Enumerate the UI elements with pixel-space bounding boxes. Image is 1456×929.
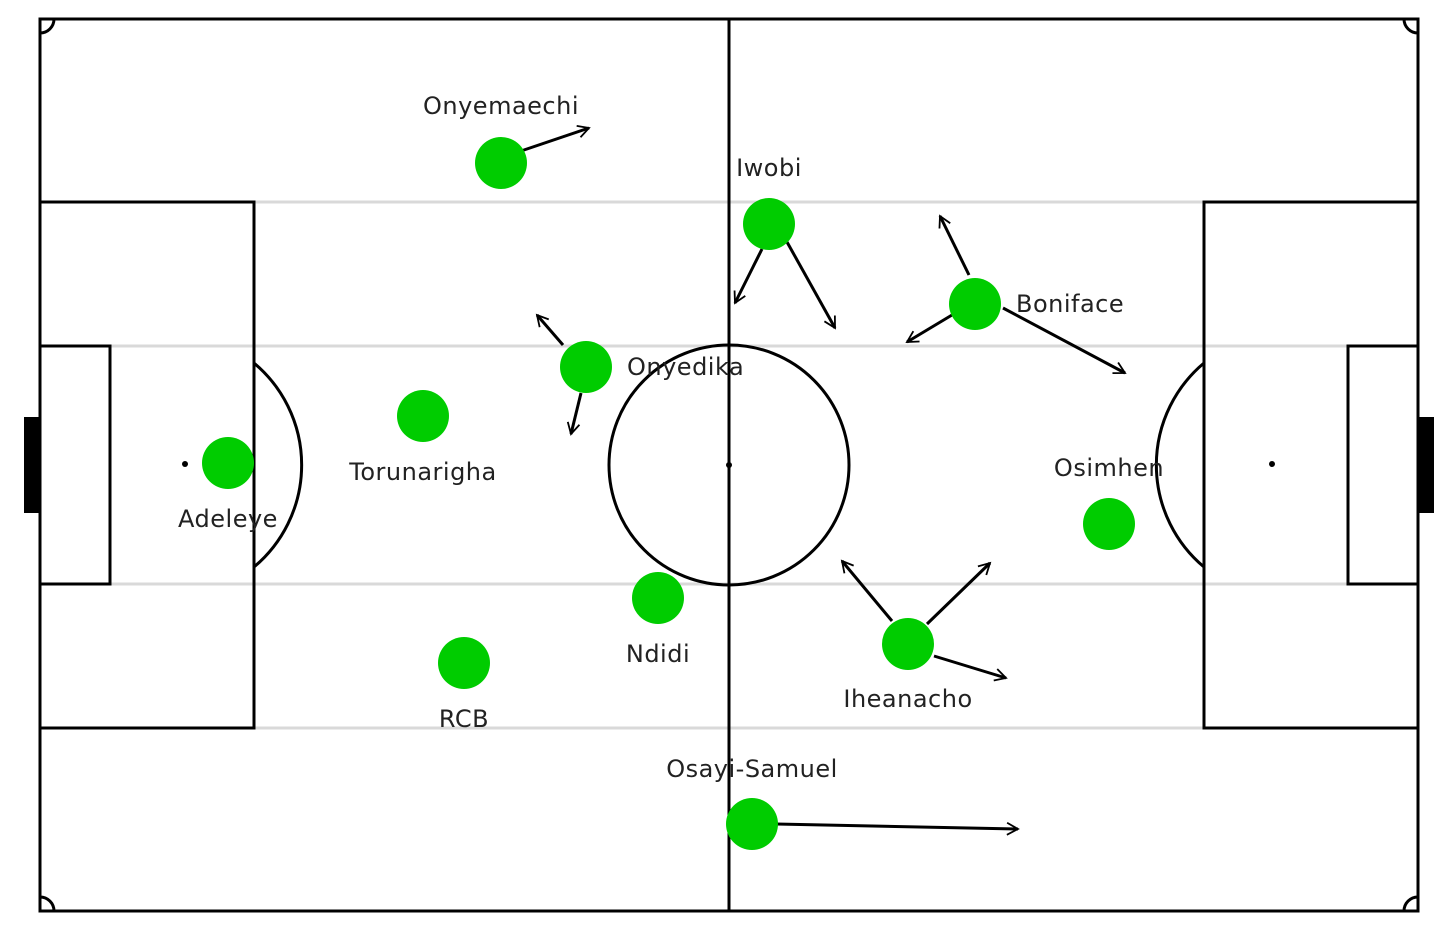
right-penalty-arc — [1154, 361, 1205, 569]
arrow-onyemaechi — [520, 124, 591, 153]
arrow-iwobi-left — [733, 248, 764, 305]
arrow-iheanacho-left — [840, 559, 894, 622]
left-penalty-spot — [182, 461, 188, 467]
player-label: Boniface — [1016, 290, 1124, 318]
player-ndidi: Ndidi — [626, 572, 690, 668]
player-label: Osimhen — [1054, 454, 1164, 482]
corner-arc-top-left — [39, 18, 56, 35]
player-torunarigha: Torunarigha — [348, 390, 496, 486]
player-rcb: RCB — [438, 637, 490, 733]
arrow-iheanacho-up — [925, 561, 992, 626]
corner-arc-bottom-right — [1402, 895, 1419, 912]
player-marker — [397, 390, 449, 442]
corner-arc-top-right — [1402, 18, 1419, 35]
left-penalty-arc — [253, 361, 304, 569]
player-marker — [1083, 498, 1135, 550]
right-goal-area — [1346, 344, 1420, 586]
arrow-boniface-left — [905, 313, 953, 344]
arrow-boniface-right — [1002, 306, 1127, 375]
player-onyedika: Onyedika — [560, 341, 744, 393]
centre-spot — [726, 462, 732, 468]
player-label: Onyedika — [627, 353, 744, 381]
players: Onyemaechi Iwobi Boniface Onyedika Torun… — [178, 92, 1164, 850]
player-boniface: Boniface — [949, 278, 1124, 330]
player-label: Iheanacho — [843, 685, 972, 713]
arrow-iwobi-right — [785, 241, 837, 330]
player-iwobi: Iwobi — [736, 154, 802, 250]
player-marker — [949, 278, 1001, 330]
arrow-onyedika-up — [535, 313, 565, 346]
player-marker — [560, 341, 612, 393]
player-iheanacho: Iheanacho — [843, 618, 972, 713]
pitch-markings — [24, 17, 1434, 913]
player-marker — [726, 798, 778, 850]
player-osimhen: Osimhen — [1054, 454, 1164, 550]
arrow-osayi-samuel — [775, 821, 1020, 836]
right-penalty-area — [1202, 200, 1420, 730]
player-label: Osayi-Samuel — [666, 755, 838, 783]
player-marker — [882, 618, 934, 670]
right-goal — [1418, 417, 1434, 513]
player-osayi-samuel: Osayi-Samuel — [666, 755, 838, 850]
player-adeleye: Adeleye — [178, 437, 278, 533]
centre-circle — [607, 343, 851, 587]
player-label: Ndidi — [626, 640, 690, 668]
player-marker — [743, 198, 795, 250]
player-label: Torunarigha — [348, 458, 496, 486]
player-label: Onyemaechi — [423, 92, 579, 120]
player-marker — [632, 572, 684, 624]
movement-arrows — [520, 124, 1127, 836]
player-label: RCB — [439, 705, 489, 733]
corner-arc-bottom-left — [39, 895, 56, 912]
player-onyemaechi: Onyemaechi — [423, 92, 579, 189]
player-label: Adeleye — [178, 505, 278, 533]
player-label: Iwobi — [736, 154, 802, 182]
right-penalty-spot — [1269, 461, 1275, 467]
arrow-iheanacho-right — [933, 654, 1008, 682]
arrow-boniface-up — [938, 214, 971, 276]
player-marker — [438, 637, 490, 689]
player-marker — [202, 437, 254, 489]
player-marker — [475, 137, 527, 189]
left-goal-area — [38, 344, 112, 586]
arrow-onyedika-down — [566, 392, 583, 436]
left-goal — [24, 417, 40, 513]
